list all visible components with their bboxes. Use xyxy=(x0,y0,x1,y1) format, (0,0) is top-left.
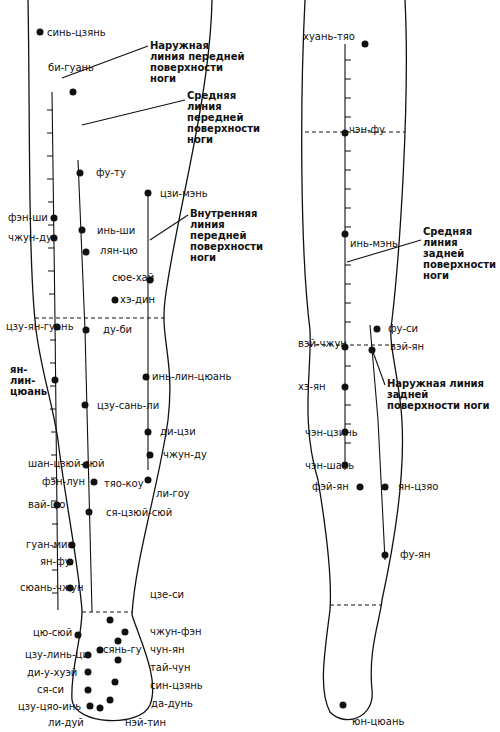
point-label: да-дунь xyxy=(151,698,193,709)
point-dots xyxy=(37,29,389,712)
point-label: вэй-чжун xyxy=(298,338,347,349)
point-label: би-гуань xyxy=(48,62,94,73)
point-label: цзу-сань-ли xyxy=(97,400,159,411)
back-leg-outline xyxy=(302,0,407,720)
line-caption: Внутренняя линия передней поверхности но… xyxy=(190,208,282,263)
point-label: фэн-лун xyxy=(42,476,85,487)
point-label: ду-би xyxy=(103,324,132,335)
meridian-line xyxy=(52,92,58,610)
point-label: инь-лин-цюань xyxy=(152,371,231,382)
line-caption: Наружная линия задней поверхности ноги xyxy=(387,378,492,411)
point-label: чэн-фу xyxy=(349,124,385,135)
point-label: цю-сюй xyxy=(33,627,72,638)
leader-line xyxy=(150,215,188,240)
point-label: чэн-цзинь xyxy=(305,427,358,438)
line-caption: ян-лин-цюань xyxy=(10,364,52,397)
front-leg-outline xyxy=(28,0,212,721)
meridian-line xyxy=(147,190,148,470)
point-label: хэ-дин xyxy=(120,294,155,305)
point-label: фу-си xyxy=(388,323,418,334)
line-caption: Наружная линия передней поверхности ноги xyxy=(150,40,245,84)
point-label: ли-дуй xyxy=(48,717,84,728)
line-caption: Средняя линия задней поверхности ноги xyxy=(423,226,498,281)
point-label: инь-мэнь xyxy=(350,238,398,249)
point-label: лян-цю xyxy=(100,245,138,256)
point-label: цзу-линь-ци xyxy=(25,649,89,660)
point-label: инь-ши xyxy=(97,225,135,236)
point-label: чэн-шань xyxy=(305,460,354,471)
point-label: чжун-ду xyxy=(8,232,52,243)
point-label: ди-у-хуэй xyxy=(27,667,77,678)
meridian-line xyxy=(78,160,92,612)
leader-line xyxy=(82,100,185,125)
point-label: цзе-си xyxy=(150,589,184,600)
point-label: сюе-хай xyxy=(112,272,154,283)
meridian-line xyxy=(344,44,345,470)
point-label: вай-цю xyxy=(28,499,65,510)
point-label: цзу-ян-гуань xyxy=(6,321,74,332)
point-label: шан-цзюй-сюй xyxy=(28,458,105,469)
line-caption: Средняя линия передней поверхности ноги xyxy=(187,90,269,145)
point-label: чжун-ду xyxy=(163,449,207,460)
point-label: ся-цзюй-сюй xyxy=(106,507,172,518)
point-label: сянь-гу xyxy=(103,644,142,655)
point-label: ся-си xyxy=(37,684,64,695)
point-label: ли-гоу xyxy=(156,488,190,499)
point-label: чун-ян xyxy=(150,644,185,655)
level-line xyxy=(35,132,405,612)
meridian-line xyxy=(370,325,385,560)
point-label: цзу-цяо-инь xyxy=(18,701,81,712)
point-label: синь-цзянь xyxy=(47,27,106,38)
point-label: хэ-ян xyxy=(298,381,326,392)
point-label: ян-цзяо xyxy=(398,481,438,492)
point-label: ди-цзи xyxy=(160,426,196,437)
point-label: сюань-чжун xyxy=(20,582,83,593)
leader-line xyxy=(373,352,385,385)
scale-ticks xyxy=(47,110,58,593)
point-label: фэй-ян xyxy=(312,481,349,492)
point-label: ян-фу xyxy=(40,556,71,567)
point-label: фу-ту xyxy=(96,167,126,178)
point-label: син-цзянь xyxy=(150,680,203,691)
point-label: тай-чун xyxy=(150,662,190,673)
point-label: вэй-ян xyxy=(390,341,424,352)
point-label: фэн-ши xyxy=(8,212,48,223)
point-label: юн-цюань xyxy=(352,716,404,727)
point-label: чжун-фэн xyxy=(150,626,202,637)
point-label: тяо-коу xyxy=(104,478,144,489)
point-label: гуан-мин xyxy=(26,539,74,550)
point-label: нэй-тин xyxy=(125,717,166,728)
point-label: хуань-тяо xyxy=(303,31,355,42)
point-label: фу-ян xyxy=(400,549,431,560)
point-label: цзи-мэнь xyxy=(160,188,208,199)
